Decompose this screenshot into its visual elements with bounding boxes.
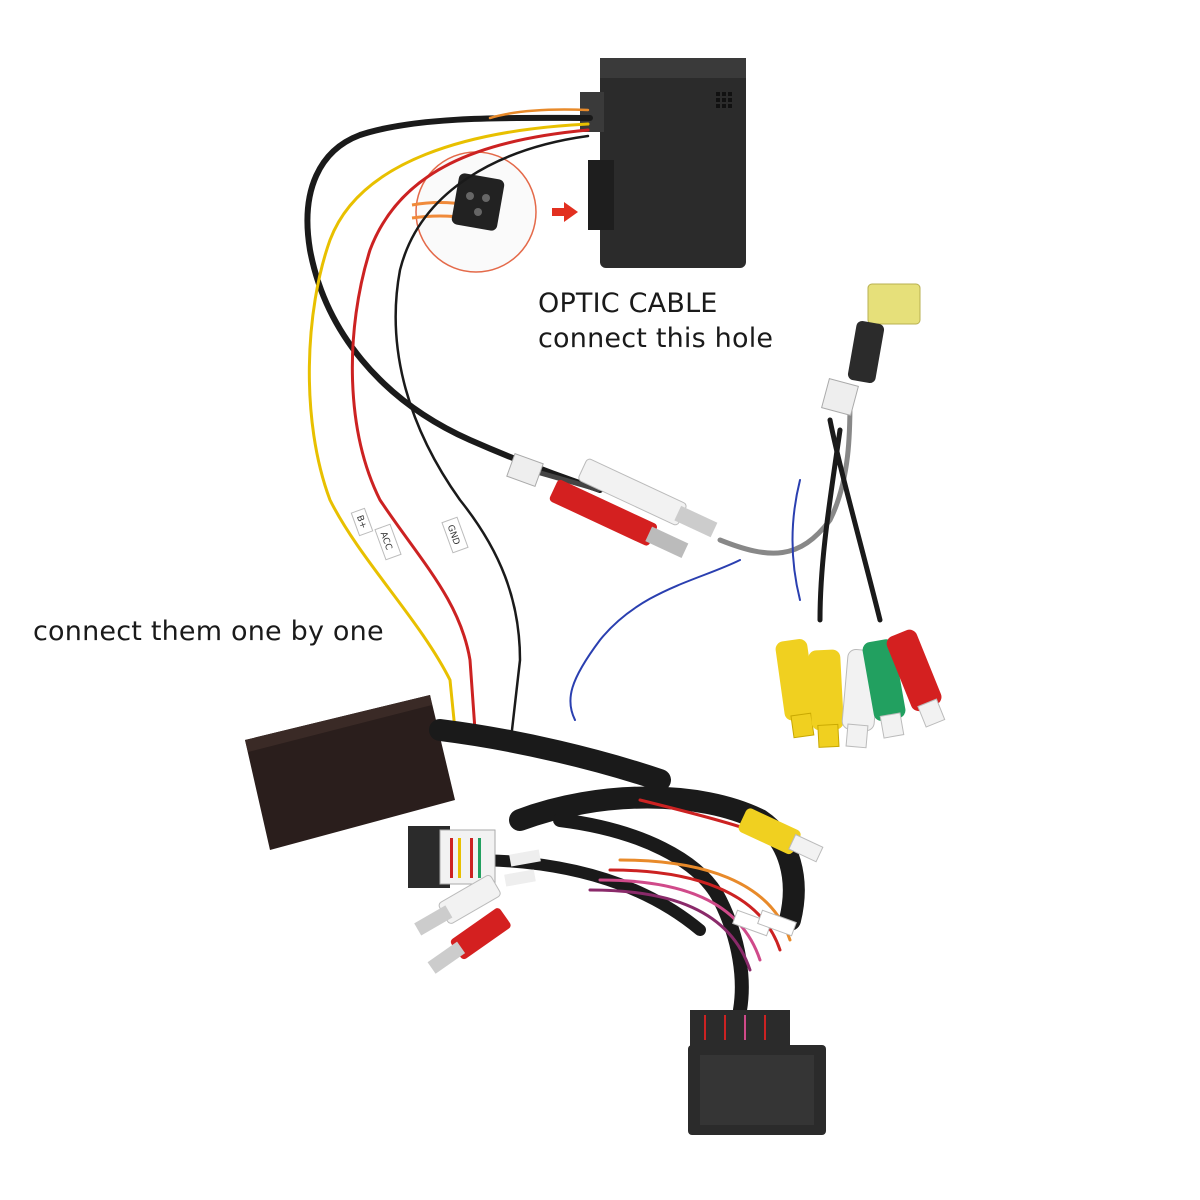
optic-caption-line1: OPTIC CABLE — [538, 288, 718, 319]
connect-one-by-one-caption: connect them one by one — [33, 616, 384, 647]
optic-caption-line2: connect this hole — [538, 323, 774, 355]
main-radio-connector — [688, 1010, 826, 1135]
lower-harness-tags — [504, 849, 797, 937]
wire-tags: GND ACC B+ — [350, 507, 469, 561]
mini-connector — [821, 283, 921, 416]
lower-yellow-rca — [738, 808, 824, 863]
right-bundle-wires — [569, 397, 883, 721]
white-harness-connector — [408, 826, 496, 888]
middle-rca-pair — [506, 452, 718, 559]
red-arrow-icon — [552, 202, 578, 222]
b-plus-tag: B+ — [354, 514, 368, 530]
optic-decoder-box — [580, 58, 746, 268]
optic-connector-inset — [411, 151, 537, 273]
optic-cable-caption: OPTIC CABLE connect this hole — [538, 286, 773, 356]
lower-rca-pair — [414, 874, 511, 974]
top-harness-wires — [304, 108, 603, 732]
can-decoder-box — [245, 695, 455, 850]
main-harness-bundle — [429, 719, 805, 1017]
right-rca-fan — [775, 629, 946, 749]
